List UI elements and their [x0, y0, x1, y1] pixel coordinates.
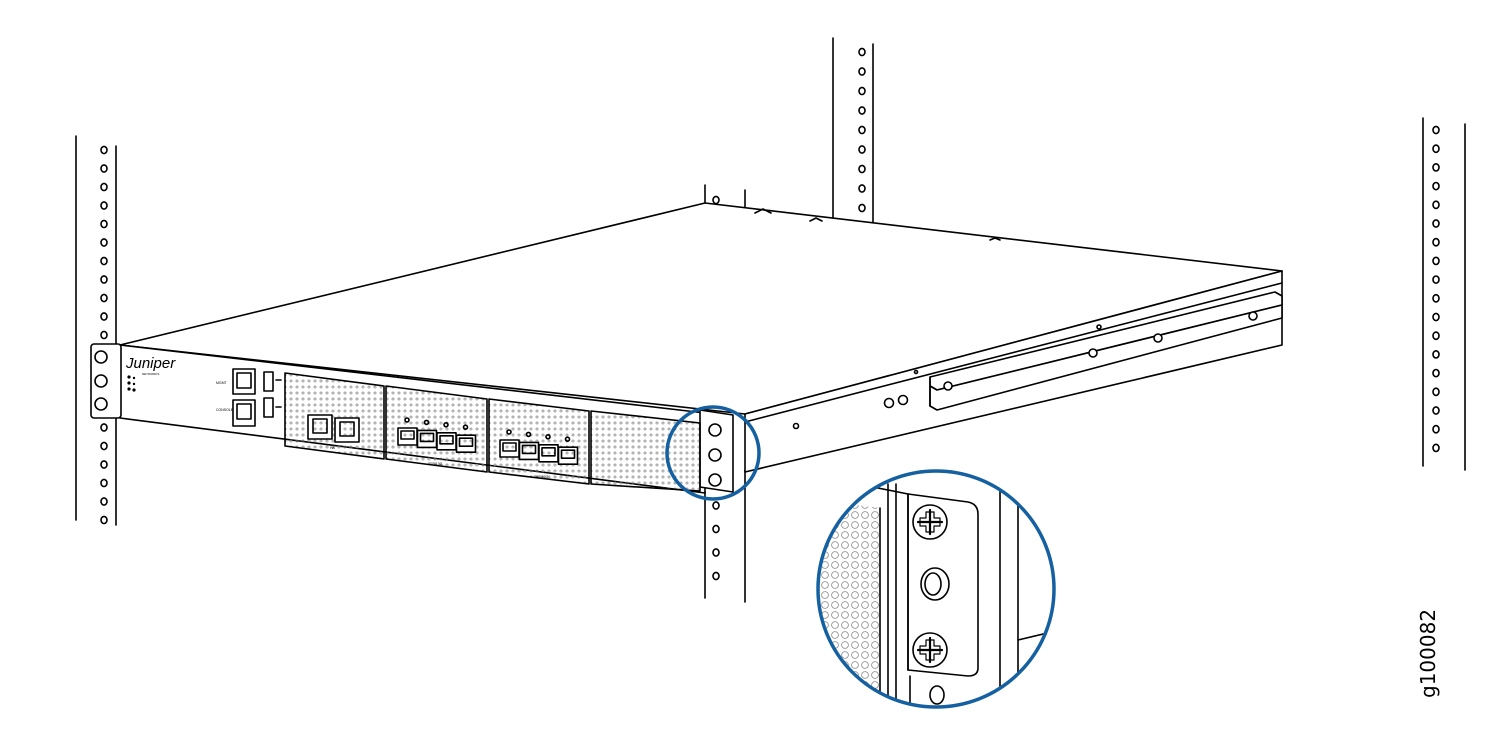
bracket-screw	[708, 423, 722, 437]
bracket-screw	[708, 448, 722, 462]
rail-screw	[1088, 348, 1098, 358]
bracket-screw	[708, 473, 722, 487]
rack-hole	[712, 524, 720, 534]
rack-hole	[100, 256, 108, 266]
rack-hole	[100, 145, 108, 155]
rail-screw	[943, 381, 953, 391]
rack-hole	[1432, 424, 1440, 434]
rack-hole	[1432, 331, 1440, 341]
svg-text:MGMT: MGMT	[216, 381, 228, 385]
bracket-screw	[94, 350, 108, 364]
rack-hole	[100, 330, 108, 340]
rack-hole	[100, 515, 108, 525]
module-slots: HA SFP/10G SFP/10G	[284, 372, 701, 492]
port-led	[404, 417, 410, 423]
rack-holes	[1432, 125, 1440, 453]
port-led	[462, 424, 469, 431]
rack-hole	[1432, 162, 1440, 172]
bracket-screw	[94, 397, 108, 411]
port-led	[443, 421, 449, 428]
usb-port	[263, 397, 274, 418]
sfp-port-group	[397, 417, 477, 454]
callout-small-circle	[665, 405, 761, 501]
port-led	[423, 419, 430, 426]
slot-3	[590, 410, 701, 492]
rack-hole	[1432, 387, 1440, 397]
rack-hole	[1432, 144, 1440, 154]
svg-text:SFP/10G: SFP/10G	[428, 462, 443, 466]
rack-hole	[1432, 237, 1440, 247]
rack-hole	[858, 184, 866, 193]
svg-text:SFP/10G: SFP/10G	[534, 475, 549, 479]
callout-zoom-circle	[816, 469, 1056, 709]
rack-holes	[858, 47, 866, 213]
rack-hole	[858, 145, 866, 154]
rack-hole	[712, 501, 720, 510]
port-led	[564, 436, 571, 443]
rack-hole	[1432, 181, 1440, 191]
usb-port	[263, 371, 274, 392]
rack-hole	[1432, 293, 1440, 303]
rack-hole	[1432, 256, 1440, 266]
rail-screw	[1153, 333, 1163, 343]
rack-hole	[1432, 125, 1440, 135]
rack-hole	[1432, 406, 1440, 415]
rear-center-rack-post	[832, 37, 874, 226]
far-right-rack-post	[1422, 117, 1466, 471]
rack-hole	[712, 195, 720, 205]
rack-hole	[712, 548, 720, 557]
rack-hole	[100, 441, 108, 451]
port-led	[506, 429, 512, 435]
rack-hole	[1432, 275, 1440, 284]
rack-hole	[1432, 349, 1440, 359]
rack-hole	[100, 164, 108, 173]
rack-hole	[100, 478, 108, 488]
side-screw	[792, 422, 800, 430]
rack-hole	[858, 106, 866, 115]
rack-hole	[100, 238, 108, 247]
rack-hole	[858, 203, 866, 213]
rack-hole	[858, 86, 866, 96]
rack-hole	[100, 275, 108, 284]
rack-hole	[100, 423, 108, 432]
rack-hole	[712, 571, 720, 581]
brand-logo: Juniper	[125, 355, 176, 372]
rack-hole	[858, 67, 866, 76]
rack-hole	[100, 293, 108, 303]
rack-hole	[100, 460, 108, 469]
side-screw	[883, 397, 895, 409]
rail-screw	[1248, 311, 1258, 321]
port-led	[545, 433, 551, 440]
status-leds	[127, 375, 136, 392]
side-screw	[897, 394, 909, 406]
rack-hole	[100, 497, 108, 506]
figure-id: g100082	[1416, 608, 1440, 698]
rack-holes	[100, 145, 108, 525]
brand-subtitle: NETWORKS	[142, 372, 159, 376]
rack-hole	[858, 125, 866, 135]
rack-hole	[858, 47, 866, 57]
zoomed-detail	[818, 471, 1054, 707]
left-front-rack-post	[75, 135, 117, 526]
sfp-port-group	[499, 429, 579, 466]
port-led	[525, 431, 532, 438]
svg-text:CONSOLE: CONSOLE	[216, 408, 234, 412]
rack-hole	[100, 201, 108, 210]
rack-hole	[1432, 219, 1440, 228]
rail-screws	[943, 311, 1258, 391]
rack-hole	[858, 164, 866, 174]
rack-hole	[100, 182, 108, 192]
svg-text:HA: HA	[330, 446, 336, 450]
rack-hole	[1432, 443, 1440, 453]
rack-hole	[100, 312, 108, 321]
rack-hole	[1432, 368, 1440, 378]
rack-hole	[100, 219, 108, 229]
rack-hole	[1432, 312, 1440, 322]
management-ports: MGMT CONSOLE	[216, 368, 282, 427]
rack-hole	[1432, 200, 1440, 210]
bracket-screw	[94, 374, 108, 388]
